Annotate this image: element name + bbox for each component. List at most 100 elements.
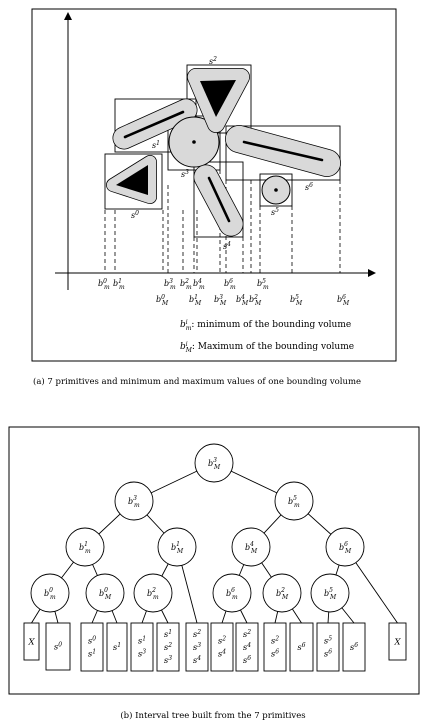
- s6-segment: [242, 140, 324, 162]
- leaf-item: s6: [350, 642, 358, 653]
- leaf-item: s2: [193, 629, 201, 640]
- tree-leaf: X: [388, 622, 407, 661]
- label-s1: s1: [152, 140, 160, 150]
- tree-leaf: s6: [342, 622, 366, 672]
- leaf-item: s3: [138, 649, 146, 660]
- leaf-item: s1: [113, 642, 121, 653]
- tree-leaf: s2 s4 s6: [235, 622, 259, 672]
- figure-a-frame: [31, 8, 397, 362]
- leaf-item: s6: [297, 642, 305, 653]
- leaf-item: s6: [243, 655, 251, 666]
- leaf-item: s4: [243, 642, 251, 653]
- figure-b-frame: [8, 426, 420, 695]
- leaf-item: s2: [271, 636, 279, 647]
- label-s3: s3: [181, 169, 189, 179]
- leaf-item: s3: [164, 655, 172, 666]
- leaf-item: s4: [218, 649, 226, 660]
- caption-b: (b) Interval tree built from the 7 primi…: [120, 710, 305, 721]
- tree-leaf: s2 s3 s4: [185, 622, 209, 672]
- label-s5: s5: [271, 207, 279, 217]
- leaf-item: s1: [138, 636, 146, 647]
- primitives: [106, 68, 341, 237]
- s0-triangle: [116, 165, 148, 195]
- s4-segment: [207, 176, 231, 223]
- leaf-item: s1: [164, 629, 172, 640]
- label-s0: s0: [131, 210, 139, 220]
- tree-leaf: X: [23, 622, 40, 661]
- label-s4: s4: [223, 241, 231, 251]
- s1-segment: [123, 110, 185, 139]
- tree-leaf: s1: [106, 622, 128, 672]
- leaf-item: s5: [324, 636, 332, 647]
- shape-labels: s0 s1 s2 s3 s4 s5 s6: [131, 56, 313, 251]
- leaf-item: s6: [324, 649, 332, 660]
- tree-leaf: s0: [45, 622, 71, 671]
- leaf-item: s6: [271, 649, 279, 660]
- leaf-item: s4: [193, 655, 201, 666]
- label-s6: s6: [305, 182, 313, 192]
- tree-leaf: s1 s2 s3: [156, 622, 180, 672]
- leaf-item: X: [27, 638, 35, 648]
- caption-a: (a) 7 primitives and minimum and maximum…: [33, 376, 361, 387]
- leaf-item: s0: [54, 642, 62, 653]
- leaf-item: s2: [243, 629, 251, 640]
- leaf-item: s3: [193, 642, 201, 653]
- leaf-item: X: [393, 638, 401, 648]
- tree-leaf: s6: [289, 622, 314, 672]
- s2-triangle: [200, 80, 236, 117]
- leaf-item: s2: [164, 642, 172, 653]
- leaf-item: s0: [88, 636, 96, 647]
